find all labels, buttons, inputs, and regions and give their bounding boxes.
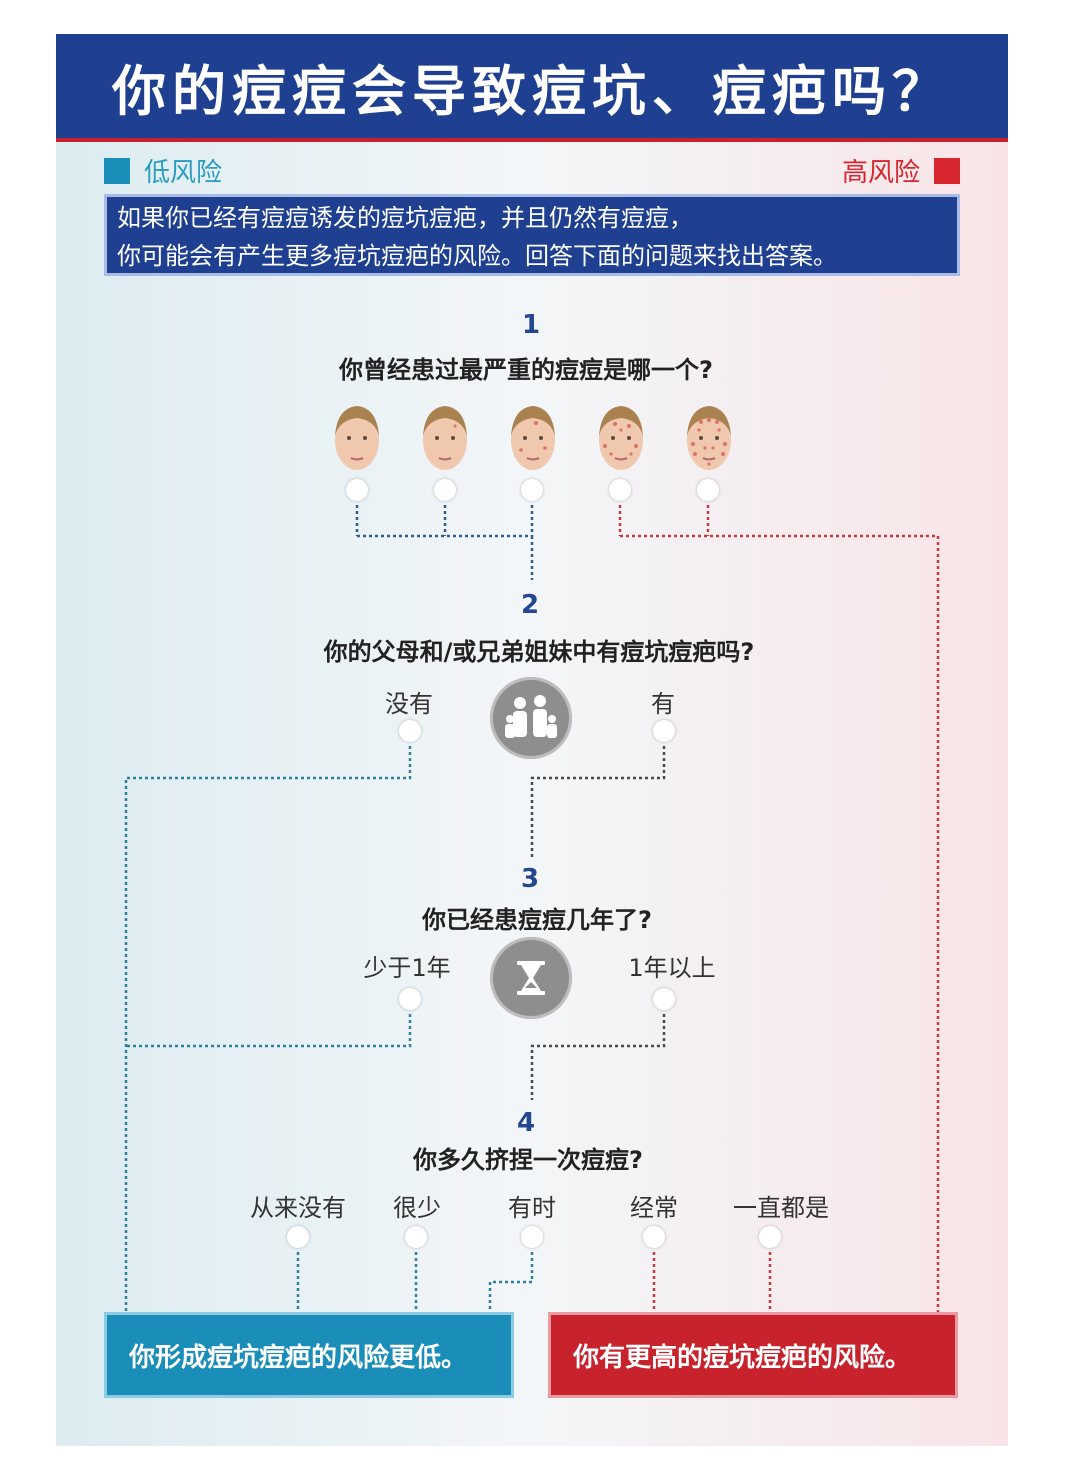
family-icon xyxy=(490,677,572,759)
q1-low-connector xyxy=(355,505,534,580)
q4-rarely-node[interactable] xyxy=(405,1226,427,1248)
q1-option-1-node[interactable] xyxy=(346,479,368,501)
intro-line-1: 如果你已经有痘痘诱发的痘坑痘疤，并且仍然有痘痘， xyxy=(117,204,693,232)
face-moderate-icon xyxy=(511,406,555,470)
question-4-text: 你多久挤捏一次痘痘? xyxy=(413,1146,643,1174)
page-title: 你的痘痘会导致痘坑、痘疤吗？ xyxy=(112,59,952,123)
face-severe-icon xyxy=(599,406,643,470)
question-3-text: 你已经患痘痘几年了? xyxy=(422,906,652,934)
question-4-number: 4 xyxy=(516,1108,536,1138)
q4-sometimes-connector xyxy=(488,1252,534,1312)
q2-no-connector xyxy=(124,746,412,1312)
q3-option-less: 少于1年 xyxy=(363,954,451,982)
intro-line-2: 你可能会有产生更多痘坑痘疤的风险。回答下面的问题来找出答案。 xyxy=(117,242,837,270)
q4-sometimes-node[interactable] xyxy=(521,1226,543,1248)
q4-option-sometimes: 有时 xyxy=(508,1194,556,1222)
result-low-text: 你形成痘坑痘疤的风险更低。 xyxy=(129,1342,468,1373)
q1-option-2-node[interactable] xyxy=(434,479,456,501)
q3-option-more: 1年以上 xyxy=(628,954,716,982)
q2-yes-node[interactable] xyxy=(653,720,675,742)
q4-option-never: 从来没有 xyxy=(250,1194,346,1222)
question-2-number: 2 xyxy=(520,590,540,620)
low-risk-swatch xyxy=(104,157,130,184)
result-high-text: 你有更高的痘坑痘疤的风险。 xyxy=(573,1342,912,1373)
q2-option-yes: 有 xyxy=(651,690,675,718)
q4-always-node[interactable] xyxy=(759,1226,781,1248)
face-clear-icon xyxy=(335,406,379,470)
q2-yes-connector xyxy=(530,746,666,858)
q4-often-node[interactable] xyxy=(643,1226,665,1248)
result-high-risk-box: 你有更高的痘坑痘疤的风险。 xyxy=(548,1312,958,1398)
intro-box: 如果你已经有痘痘诱发的痘坑痘疤，并且仍然有痘痘， 你可能会有产生更多痘坑痘疤的风… xyxy=(104,194,960,276)
legend-high-risk: 高风险 xyxy=(842,152,960,189)
hourglass-icon xyxy=(490,937,572,1019)
q1-option-5-node[interactable] xyxy=(697,479,719,501)
legend-low-label: 低风险 xyxy=(144,158,223,188)
title-banner: 你的痘痘会导致痘坑、痘疤吗？ xyxy=(56,34,1008,142)
question-3-number: 3 xyxy=(520,864,540,894)
face-very-severe-icon xyxy=(687,406,731,470)
legend-high-label: 高风险 xyxy=(841,158,920,188)
face-mild-icon xyxy=(423,406,467,470)
q4-option-often: 经常 xyxy=(630,1194,678,1222)
question-2-text: 你的父母和/或兄弟姐妹中有痘坑痘疤吗? xyxy=(323,638,755,666)
q4-option-always: 一直都是 xyxy=(733,1194,829,1222)
q1-option-3-node[interactable] xyxy=(521,479,543,501)
q3-less-node[interactable] xyxy=(399,988,421,1010)
q4-never-node[interactable] xyxy=(287,1226,309,1248)
q4-option-rarely: 很少 xyxy=(393,1194,441,1222)
legend-low-risk: 低风险 xyxy=(104,152,222,189)
q2-option-no: 没有 xyxy=(385,690,433,718)
question-1-number: 1 xyxy=(521,310,541,340)
question-1-text: 你曾经患过最严重的痘痘是哪一个? xyxy=(339,356,713,384)
q1-high-connector xyxy=(618,505,940,1312)
q3-more-connector xyxy=(530,1014,666,1100)
q1-option-4-node[interactable] xyxy=(609,479,631,501)
high-risk-swatch xyxy=(934,157,960,184)
q3-less-connector xyxy=(126,1014,412,1048)
q2-no-node[interactable] xyxy=(399,720,421,742)
q3-more-node[interactable] xyxy=(653,988,675,1010)
result-low-risk-box: 你形成痘坑痘疤的风险更低。 xyxy=(104,1312,514,1398)
